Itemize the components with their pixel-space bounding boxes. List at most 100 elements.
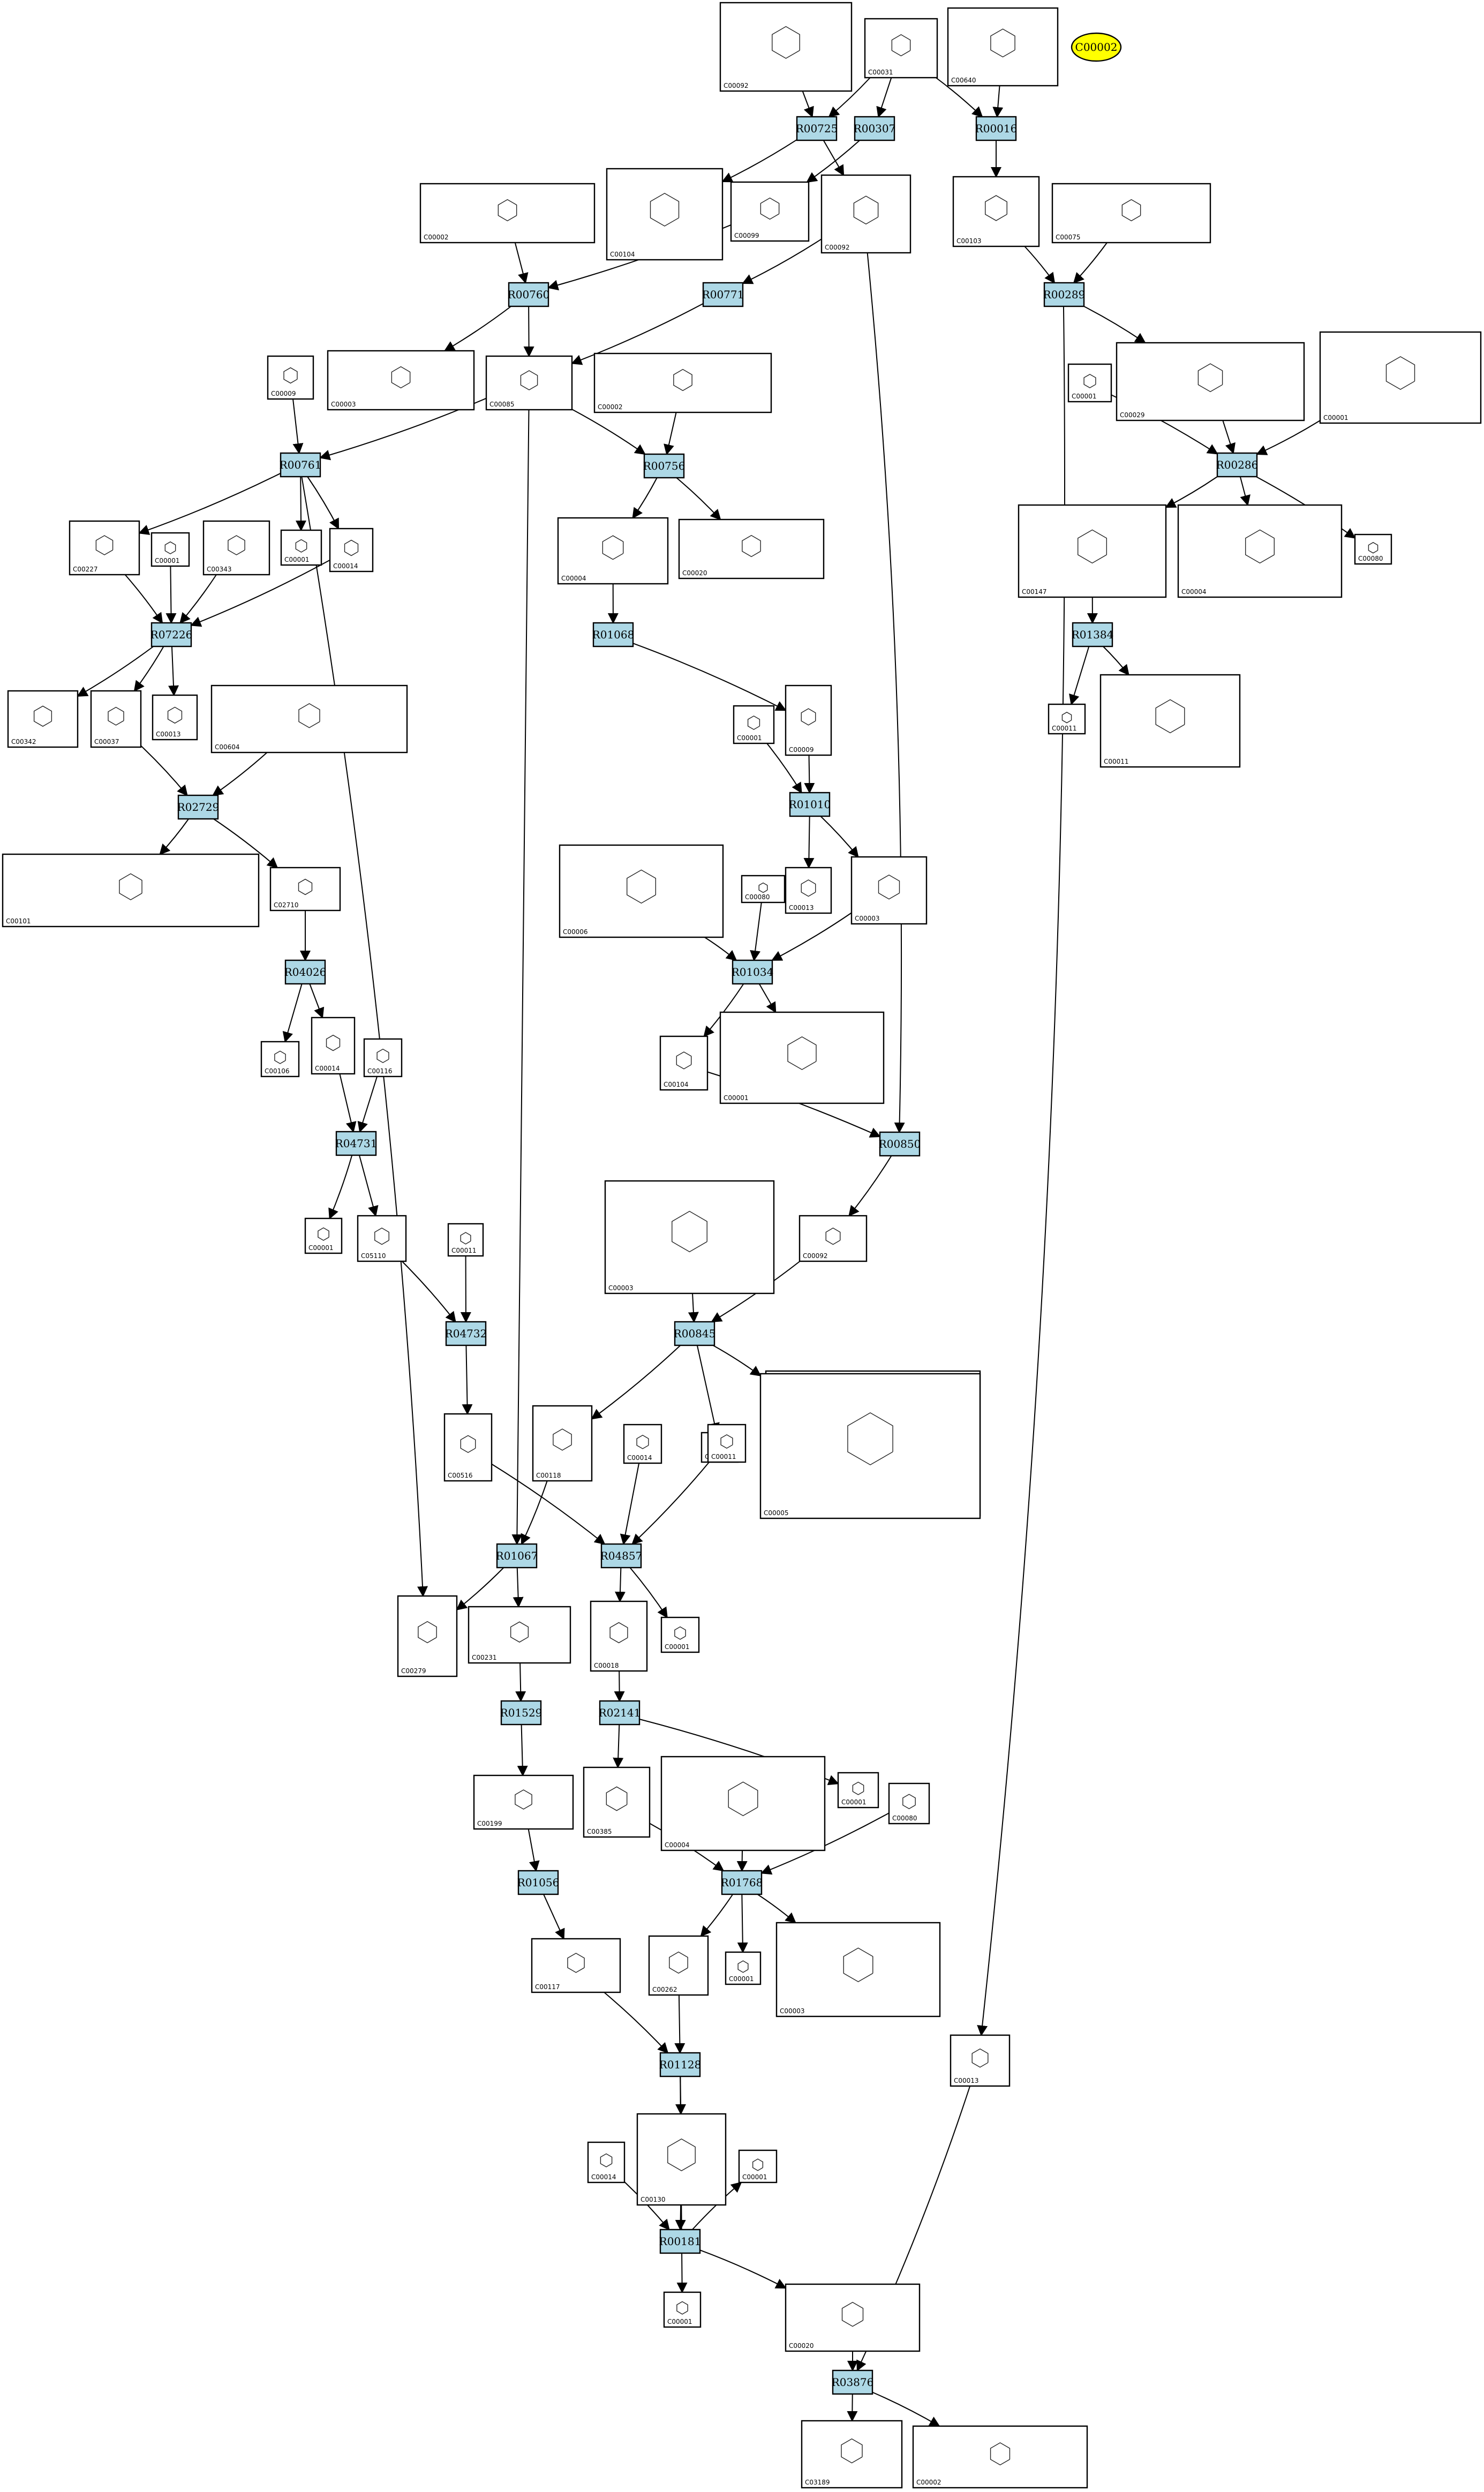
compound-node[interactable]: C00020	[785, 2283, 921, 2352]
compound-node[interactable]: C00099	[730, 181, 810, 242]
compound-node[interactable]: C05110	[357, 1215, 407, 1262]
compound-node[interactable]: C00009	[785, 684, 832, 756]
compound-node[interactable]: C00130	[636, 2113, 727, 2206]
compound-node[interactable]: C00002	[419, 183, 596, 244]
compound-node[interactable]: C00118	[532, 1405, 593, 1482]
reaction-node[interactable]: R01067	[496, 1543, 538, 1569]
compound-node[interactable]: C00013	[152, 694, 198, 741]
compound-node[interactable]: C00516	[443, 1413, 493, 1482]
reaction-node[interactable]: R02729	[177, 794, 220, 820]
compound-node[interactable]: C00001	[304, 1217, 343, 1254]
reaction-node[interactable]: R01034	[732, 959, 774, 985]
compound-node[interactable]: C00001	[1319, 331, 1482, 424]
reaction-node[interactable]: R01056	[517, 1870, 560, 1895]
compound-node[interactable]: C00013	[785, 867, 832, 914]
compound-node[interactable]: C00003	[327, 350, 475, 411]
compound-node[interactable]: C00002	[593, 352, 772, 413]
compound-node[interactable]: C00342	[7, 690, 79, 748]
reaction-node[interactable]: R01768	[721, 1870, 763, 1895]
reaction-node[interactable]: R07226	[150, 622, 193, 648]
reaction-node[interactable]: R04731	[335, 1131, 378, 1156]
reaction-node[interactable]: R00725	[796, 116, 838, 141]
compound-node[interactable]: C00117	[531, 1938, 621, 1993]
compound-node[interactable]: C00014	[623, 1424, 662, 1464]
compound-node[interactable]: C02710	[269, 867, 341, 912]
compound-node[interactable]: C00262	[648, 1935, 709, 1996]
compound-node[interactable]: C00004	[557, 517, 669, 585]
compound-node[interactable]: C00199	[473, 1774, 574, 1830]
reaction-node[interactable]: R00756	[643, 453, 685, 479]
compound-node[interactable]: C00002	[912, 2425, 1088, 2489]
compound-node[interactable]: C00011	[1048, 703, 1086, 735]
compound-node[interactable]: C00001	[660, 1616, 700, 1653]
compound-node[interactable]: C00001	[663, 2291, 702, 2328]
compound-node[interactable]: C00343	[202, 520, 270, 576]
compound-node[interactable]: C00006	[559, 844, 724, 938]
compound-node[interactable]: C00001	[733, 705, 775, 744]
compound-node[interactable]: C00001	[1067, 363, 1112, 403]
reaction-node[interactable]: R00181	[659, 2229, 702, 2254]
compound-node[interactable]: C00004	[660, 1756, 826, 1851]
compound-node[interactable]: C00640	[947, 7, 1059, 87]
compound-node[interactable]: C00104	[659, 1035, 709, 1091]
compound-node[interactable]: C00001	[280, 529, 322, 566]
reaction-node[interactable]: R00845	[674, 1321, 716, 1346]
highlight-node[interactable]: C00002	[1071, 32, 1122, 62]
reaction-node[interactable]: R00307	[854, 116, 896, 141]
reaction-node[interactable]: R01384	[1072, 622, 1114, 648]
compound-node[interactable]: C00103	[952, 176, 1040, 247]
compound-node[interactable]: C00011	[707, 1424, 747, 1463]
compound-node[interactable]: C00604	[210, 684, 408, 754]
reaction-node[interactable]: R04026	[284, 959, 327, 985]
compound-node[interactable]: C00080	[1354, 533, 1392, 565]
compound-node[interactable]: C00011	[1099, 674, 1241, 768]
compound-node[interactable]: C00018	[590, 1600, 648, 1672]
compound-node[interactable]: C00227	[69, 520, 140, 576]
compound-node[interactable]: C00037	[90, 690, 142, 748]
compound-node[interactable]: C00104	[606, 168, 724, 261]
compound-node[interactable]: C00001	[725, 1951, 762, 1985]
reaction-node[interactable]: R01529	[500, 1700, 543, 1726]
compound-node[interactable]: C00085	[485, 355, 573, 411]
compound-node[interactable]: C03189	[801, 2420, 903, 2489]
compound-node[interactable]: C00005	[759, 1373, 981, 1519]
reaction-node[interactable]: R00286	[1216, 452, 1259, 478]
compound-node[interactable]: C00003	[775, 1922, 941, 2017]
reaction-node[interactable]: R01128	[659, 2052, 702, 2077]
compound-node[interactable]: C00013	[950, 2034, 1011, 2087]
compound-node[interactable]: C00014	[329, 528, 374, 573]
compound-node[interactable]: C00001	[738, 2149, 778, 2184]
compound-node[interactable]: C00279	[397, 1595, 458, 1677]
reaction-node[interactable]: R00289	[1043, 282, 1086, 307]
compound-node[interactable]: C00001	[150, 532, 190, 567]
compound-node[interactable]: C00009	[267, 355, 314, 400]
compound-node[interactable]: C00385	[583, 1766, 651, 1838]
compound-node[interactable]: C00014	[311, 1017, 356, 1075]
compound-node[interactable]: C00004	[1177, 504, 1343, 598]
compound-node[interactable]: C00116	[363, 1038, 403, 1078]
compound-node[interactable]: C00092	[719, 2, 853, 92]
compound-node[interactable]: C00031	[864, 18, 938, 79]
compound-node[interactable]: C00014	[587, 2141, 626, 2184]
compound-node[interactable]: C00080	[741, 875, 786, 904]
compound-node[interactable]: C00075	[1051, 183, 1211, 244]
reaction-node[interactable]: R00761	[280, 452, 322, 478]
compound-node[interactable]: C00080	[888, 1782, 930, 1825]
compound-node[interactable]: C00092	[820, 174, 912, 254]
reaction-node[interactable]: R01010	[789, 792, 831, 817]
compound-node[interactable]: C00001	[719, 1011, 885, 1104]
reaction-node[interactable]: R04732	[445, 1321, 487, 1346]
compound-node[interactable]: C00029	[1116, 342, 1305, 421]
reaction-node[interactable]: R00760	[508, 282, 550, 307]
compound-node[interactable]: C00020	[678, 518, 825, 579]
compound-node[interactable]: C00011	[447, 1223, 484, 1257]
reaction-node[interactable]: R04857	[600, 1543, 643, 1569]
compound-node[interactable]: C00001	[837, 1772, 879, 1809]
reaction-node[interactable]: R02141	[599, 1700, 641, 1726]
compound-node[interactable]: C00231	[468, 1606, 571, 1664]
compound-node[interactable]: C00003	[850, 856, 928, 925]
compound-node[interactable]: C00003	[604, 1180, 775, 1294]
reaction-node[interactable]: R03876	[832, 2369, 874, 2395]
reaction-node[interactable]: R00850	[879, 1131, 921, 1157]
reaction-node[interactable]: R00016	[975, 116, 1018, 141]
